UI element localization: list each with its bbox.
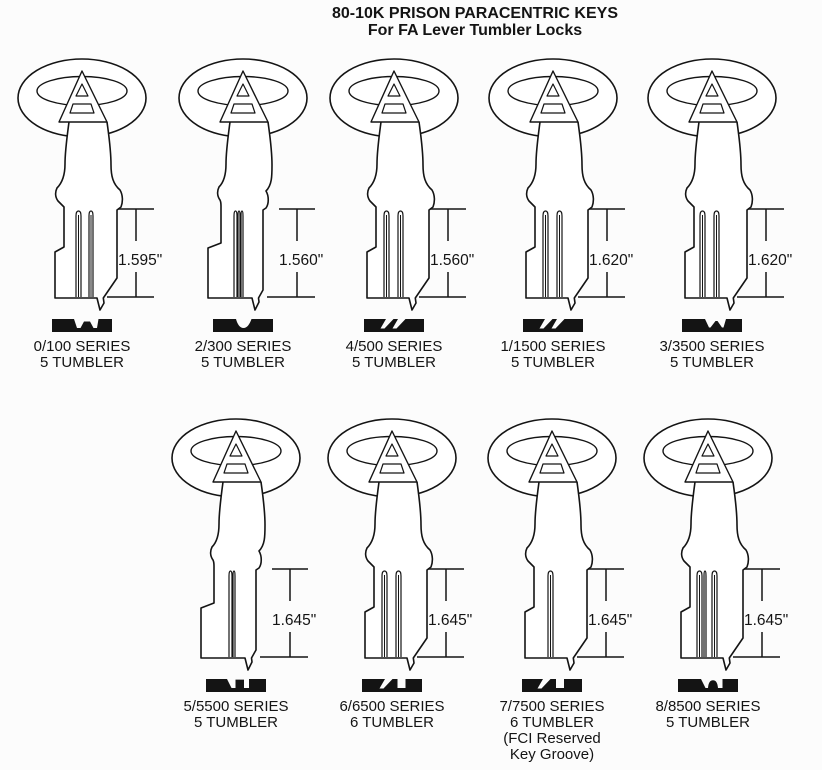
series-label: 0/100 SERIES — [33, 338, 131, 355]
page-title-line1: 80-10K PRISON PARACENTRIC KEYS — [332, 5, 618, 22]
key-shank-blade-outline — [524, 481, 594, 671]
groove-profile-double-slash — [523, 319, 583, 332]
page-title-line2: For FA Lever Tumbler Locks — [367, 22, 583, 39]
key-drawing: 1.645" — [643, 418, 788, 692]
series-label: 4/500 SERIES — [345, 338, 443, 355]
tumbler-label: 6 TUMBLER — [350, 714, 434, 731]
tumbler-label: 5 TUMBLER — [670, 354, 754, 371]
a-monogram-logo-icon — [662, 430, 754, 483]
note-line: (FCI Reserved — [503, 730, 601, 747]
length-value: 1.645" — [428, 612, 472, 629]
blade-grooves — [75, 210, 94, 297]
blade-grooves — [699, 210, 720, 297]
a-monogram-logo-icon — [36, 70, 128, 123]
groove-profile-slash-square-notch-deep — [522, 679, 582, 692]
tumbler-label: 5 TUMBLER — [352, 354, 436, 371]
series-label: 6/6500 SERIES — [339, 698, 445, 715]
key-drawing: 1.620" — [647, 58, 792, 332]
length-dimension: 1.645" — [260, 568, 316, 658]
blade-grooves — [383, 210, 404, 297]
groove-profile-slash-square-notch — [362, 679, 422, 692]
blade-grooves — [381, 570, 402, 657]
tumbler-label: 5 TUMBLER — [511, 354, 595, 371]
a-monogram-logo-icon — [666, 70, 758, 123]
a-monogram-logo-icon — [197, 70, 289, 123]
note-line: Key Groove) — [509, 746, 595, 763]
blade-grooves — [696, 570, 718, 657]
key-drawing: 1.595" — [17, 58, 162, 332]
length-value: 1.560" — [430, 252, 474, 269]
blade-grooves — [228, 570, 236, 657]
tumbler-label: 5 TUMBLER — [194, 714, 278, 731]
a-monogram-logo-icon — [190, 430, 282, 483]
key-drawing: 1.645" — [327, 418, 472, 692]
length-dimension: 1.620" — [578, 208, 633, 298]
groove-profile-trapezoid-bump — [52, 319, 112, 332]
series-label: 8/8500 SERIES — [655, 698, 761, 715]
blade-grooves — [233, 210, 244, 297]
length-value: 1.645" — [744, 612, 788, 629]
length-dimension: 1.560" — [419, 208, 474, 298]
groove-profile-double-slash — [364, 319, 424, 332]
blade-grooves — [547, 570, 554, 657]
length-value: 1.645" — [588, 612, 632, 629]
length-value: 1.620" — [589, 252, 633, 269]
page-title: 80-10K PRISON PARACENTRIC KEYS For FA Le… — [332, 5, 618, 39]
length-dimension: 1.645" — [417, 568, 472, 658]
tumbler-label: 6 TUMBLER — [510, 714, 594, 731]
length-dimension: 1.595" — [107, 208, 162, 298]
series-label: 5/5500 SERIES — [183, 698, 289, 715]
a-monogram-logo-icon — [348, 70, 440, 123]
length-value: 1.560" — [279, 252, 323, 269]
series-label: 3/3500 SERIES — [659, 338, 765, 355]
series-label: 7/7500 SERIES — [499, 698, 605, 715]
length-dimension: 1.560" — [267, 208, 323, 298]
length-dimension: 1.645" — [733, 568, 788, 658]
series-label: 2/300 SERIES — [194, 338, 292, 355]
groove-profile-square-bump — [206, 679, 266, 692]
length-value: 1.595" — [118, 252, 162, 269]
key-drawing: 1.560" — [329, 58, 474, 332]
a-monogram-logo-icon — [507, 70, 599, 123]
tumbler-label: 5 TUMBLER — [666, 714, 750, 731]
length-value: 1.620" — [748, 252, 792, 269]
a-monogram-logo-icon — [346, 430, 438, 483]
groove-profile-vee-peak — [682, 319, 742, 332]
key-drawing: 1.645" — [171, 418, 316, 692]
tumbler-label: 5 TUMBLER — [40, 354, 124, 371]
key-drawing: 1.645" — [487, 418, 632, 692]
groove-profile-round-bump-notch — [678, 679, 738, 692]
groove-profile-round-dip — [213, 319, 273, 332]
series-label: 1/1500 SERIES — [500, 338, 606, 355]
length-dimension: 1.620" — [737, 208, 792, 298]
a-monogram-logo-icon — [506, 430, 598, 483]
tumbler-label: 5 TUMBLER — [201, 354, 285, 371]
length-dimension: 1.645" — [577, 568, 632, 658]
length-value: 1.645" — [272, 612, 316, 629]
key-drawing: 1.620" — [488, 58, 633, 332]
blade-grooves — [542, 210, 563, 297]
key-drawing: 1.560" — [178, 58, 323, 332]
